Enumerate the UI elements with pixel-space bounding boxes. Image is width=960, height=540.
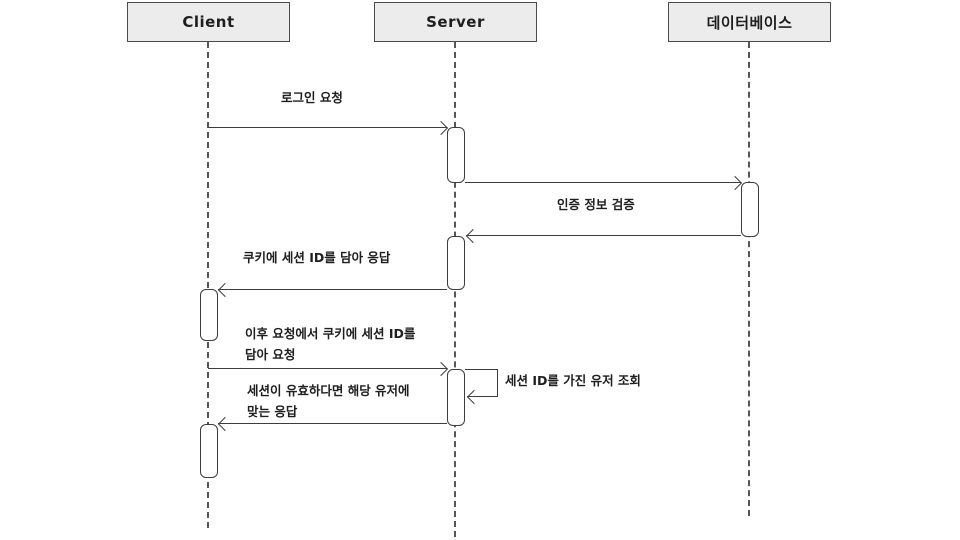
message-label-login-request: 로그인 요청 xyxy=(281,90,343,105)
message-label-session-lookup: 세션 ID를 가진 유저 조회 xyxy=(505,373,641,388)
activation-bar-server-2 xyxy=(447,236,465,290)
participant-client: Client xyxy=(127,2,290,42)
message-line-verify-auth xyxy=(465,182,741,183)
arrowhead-left-icon xyxy=(217,416,233,432)
lifeline-database xyxy=(748,42,750,516)
activation-bar-client-2 xyxy=(200,424,218,478)
participant-server: Server xyxy=(374,2,537,42)
message-label-followup-request: 이후 요청에서 쿠키에 세션 ID를 담아 요청 xyxy=(245,326,416,362)
self-message-line-side xyxy=(497,369,498,397)
arrowhead-left-icon xyxy=(466,389,482,405)
lifeline-client xyxy=(207,42,209,528)
message-line-cookie-response xyxy=(218,289,447,290)
arrowhead-left-icon xyxy=(465,228,481,244)
message-line-db-return xyxy=(466,235,741,236)
self-message-line-bottom xyxy=(467,396,498,397)
message-label-verify-auth: 인증 정보 검증 xyxy=(557,197,635,212)
activation-bar-database xyxy=(741,182,759,237)
self-message-line-top xyxy=(465,369,498,370)
arrowhead-right-icon xyxy=(727,175,743,191)
message-label-final-response: 세션이 유효하다면 해당 유저에 맞는 응답 xyxy=(247,383,410,419)
message-line-followup-request xyxy=(208,368,447,369)
participant-database: 데이터베이스 xyxy=(668,2,831,42)
activation-bar-client-1 xyxy=(200,289,218,341)
activation-bar-server-1 xyxy=(447,127,465,183)
message-line-final-response xyxy=(218,423,447,424)
arrowhead-right-icon xyxy=(433,361,449,377)
message-label-cookie-response: 쿠키에 세션 ID를 담아 응답 xyxy=(243,250,391,265)
message-line-login-request xyxy=(208,127,447,128)
activation-bar-server-3 xyxy=(447,369,465,426)
arrowhead-right-icon xyxy=(433,120,449,136)
arrowhead-left-icon xyxy=(217,282,233,298)
